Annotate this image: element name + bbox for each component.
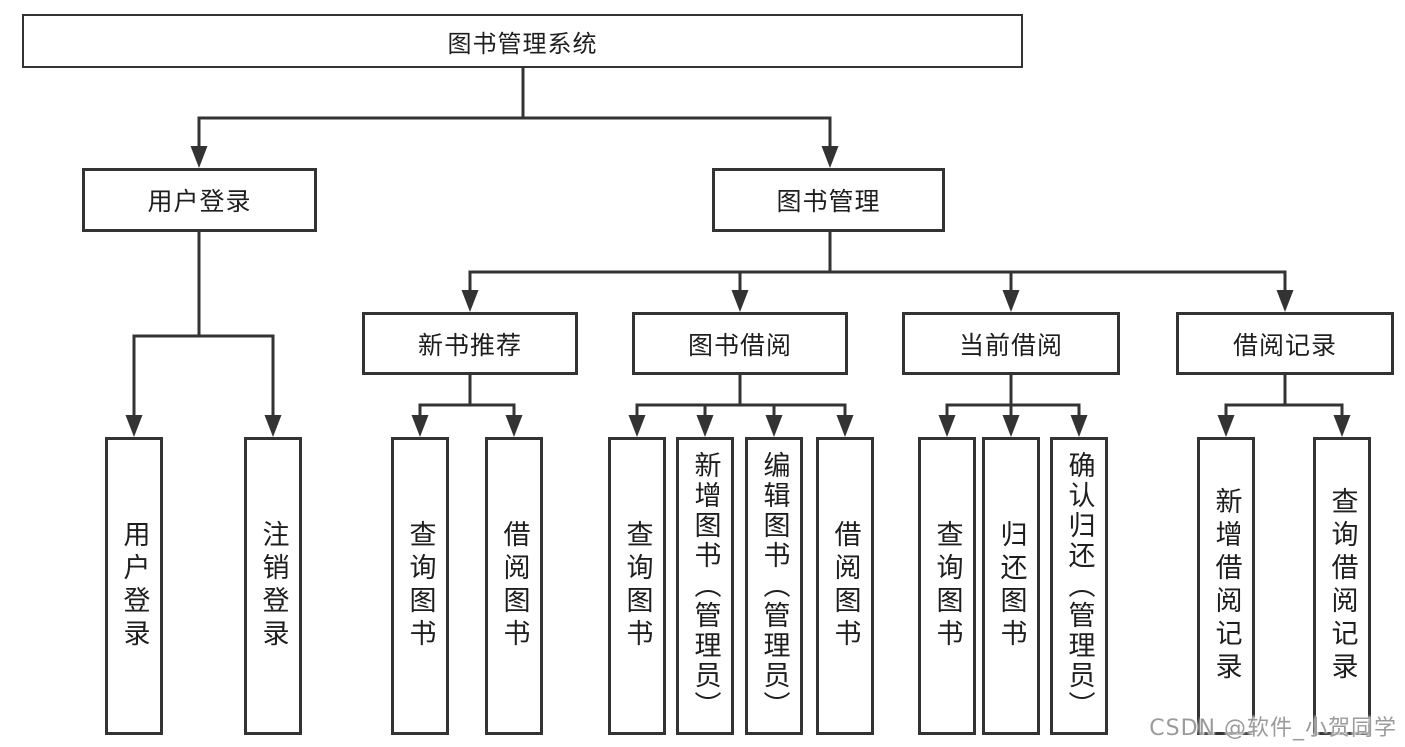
leaf-query-books-borrowing: 查询图书 <box>608 437 666 735</box>
leaf-label: 新增图书（管理员） <box>689 451 721 721</box>
node-current-borrowing: 当前借阅 <box>902 312 1120 375</box>
watermark: CSDN @软件_小贺同学 <box>1149 716 1397 741</box>
leaf-add-borrow-record: 新增借阅记录 <box>1197 437 1255 735</box>
leaf-return-books: 归还图书 <box>982 437 1040 735</box>
node-label: 图书管理系统 <box>447 29 598 58</box>
leaf-label: 用户登录 <box>118 520 150 652</box>
node-label: 图书管理 <box>776 187 881 216</box>
leaf-label: 查询图书 <box>931 520 963 652</box>
leaf-user-login: 用户登录 <box>105 437 163 735</box>
node-label: 用户登录 <box>147 187 252 216</box>
leaf-label: 确认归还（管理员） <box>1063 451 1095 721</box>
node-book-borrowing: 图书借阅 <box>632 312 848 375</box>
leaf-label: 借阅图书 <box>498 520 530 652</box>
node-label: 当前借阅 <box>958 330 1063 360</box>
leaf-edit-book-admin: 编辑图书（管理员） <box>745 437 803 735</box>
leaf-label: 编辑图书（管理员） <box>758 451 790 721</box>
leaf-label: 查询图书 <box>404 520 436 652</box>
leaf-logout: 注销登录 <box>244 437 302 735</box>
node-book-management: 图书管理 <box>712 168 945 232</box>
leaf-borrow-books-borrowing: 借阅图书 <box>816 437 874 735</box>
leaf-label: 查询图书 <box>621 520 653 652</box>
leaf-label: 注销登录 <box>257 520 289 652</box>
leaf-confirm-return-admin: 确认归还（管理员） <box>1050 437 1108 735</box>
node-new-book-recommendation: 新书推荐 <box>362 312 578 375</box>
leaf-label: 新增借阅记录 <box>1210 487 1242 685</box>
leaf-borrow-books-recommend: 借阅图书 <box>485 437 543 735</box>
node-label: 图书借阅 <box>687 330 792 360</box>
node-label: 借阅记录 <box>1232 330 1337 360</box>
node-library-management-system: 图书管理系统 <box>22 14 1023 68</box>
leaf-label: 查询借阅记录 <box>1326 487 1358 685</box>
node-borrowing-records: 借阅记录 <box>1176 312 1394 375</box>
leaf-label: 归还图书 <box>995 520 1027 652</box>
leaf-query-books-recommend: 查询图书 <box>391 437 449 735</box>
node-label: 新书推荐 <box>417 330 522 360</box>
leaf-query-borrow-record: 查询借阅记录 <box>1313 437 1371 735</box>
leaf-add-book-admin: 新增图书（管理员） <box>676 437 734 735</box>
leaf-query-books-current: 查询图书 <box>918 437 976 735</box>
node-user-login: 用户登录 <box>82 168 317 232</box>
leaf-label: 借阅图书 <box>829 520 861 652</box>
